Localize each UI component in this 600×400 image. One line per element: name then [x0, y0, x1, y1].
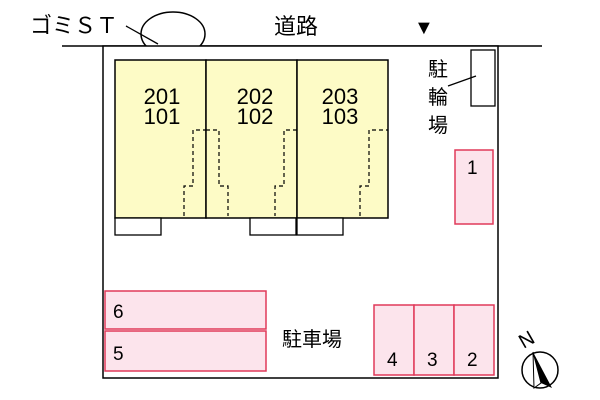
bicycle-parking-leader: [447, 75, 477, 87]
unit-dashed-outline: [206, 129, 229, 216]
entrance-porch: [114, 217, 162, 236]
unit-number-lower: 101: [144, 104, 181, 129]
parking-slot-number: 6: [113, 302, 124, 323]
parking-slot-number: 2: [467, 350, 478, 371]
bicycle-parking-area: [470, 49, 496, 107]
parking-slot-number: 3: [427, 350, 438, 371]
north-label: N: [515, 327, 539, 353]
parking-slot-3: [413, 304, 455, 376]
garbage-station-label: ゴミＳＴ: [30, 13, 118, 38]
north-arrow-icon: [521, 351, 559, 389]
entrance-porch: [296, 217, 344, 236]
road-marker-icon: ▼: [414, 17, 434, 39]
bicycle-parking-label: 駐: [428, 58, 448, 81]
bicycle-parking-label: 輪: [428, 86, 448, 109]
parking-slot-2: [453, 304, 495, 376]
parking-slot-6: [104, 290, 267, 330]
unit-number-upper: 201: [144, 84, 181, 109]
parking-slot-number: 5: [113, 344, 124, 365]
unit-number-upper: 202: [237, 84, 274, 109]
parking-slot-number: 1: [467, 158, 478, 179]
entrance-porch: [249, 217, 297, 236]
road-label: 道路: [274, 14, 318, 39]
unit-202-102: [205, 59, 298, 219]
parking-slot-5: [104, 330, 267, 372]
unit-number-lower: 102: [237, 104, 274, 129]
unit-number-upper: 203: [322, 84, 359, 109]
unit-dashed-outline: [274, 129, 297, 216]
parking-slot-number: 4: [387, 350, 398, 371]
unit-dashed-outline: [183, 129, 206, 216]
parking-lot-label: 駐車場: [282, 328, 342, 351]
unit-dashed-outline: [359, 129, 388, 216]
parking-slot-1: [454, 149, 494, 225]
unit-203-103: [296, 59, 389, 219]
bicycle-parking-label: 場: [428, 114, 448, 137]
unit-number-lower: 103: [322, 104, 359, 129]
garbage-station-leader: [125, 25, 159, 45]
